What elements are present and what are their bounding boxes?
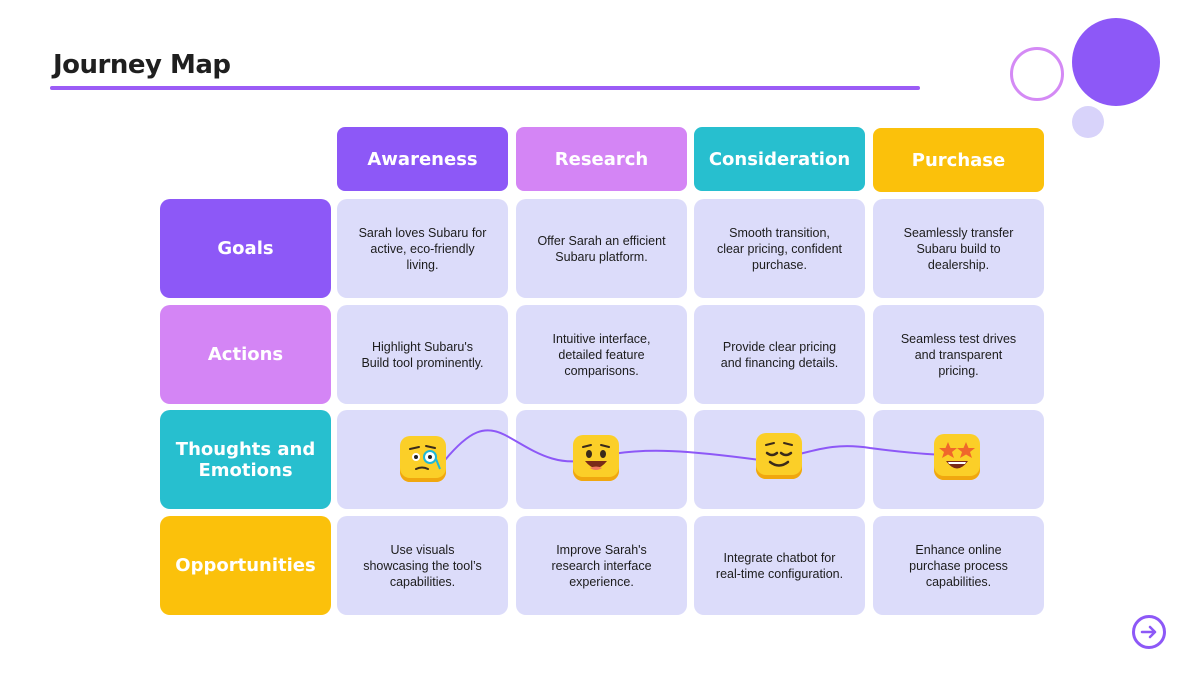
decor-small-circle <box>1072 106 1104 138</box>
cell-opportunities-awareness: Use visuals showcasing the tool’s capabi… <box>337 516 508 615</box>
cell-actions-purchase: Seamless test drives and transparent pri… <box>873 305 1044 404</box>
cell-opportunities-purchase: Enhance online purchase process capabili… <box>873 516 1044 615</box>
cell-goals-purchase: Seamlessly transfer Subaru build to deal… <box>873 199 1044 298</box>
monocle-face-icon <box>400 436 446 482</box>
cell-goals-research: Offer Sarah an efficient Subaru platform… <box>516 199 687 298</box>
star-struck-face-icon <box>934 434 980 480</box>
cell-opportunities-consideration: Integrate chatbot for real-time configur… <box>694 516 865 615</box>
row-header-opportunities: Opportunities <box>160 516 331 615</box>
cell-actions-awareness: Highlight Subaru's Build tool prominentl… <box>337 305 508 404</box>
stage-header-consideration: Consideration <box>694 127 865 191</box>
relieved-face-icon <box>756 433 802 479</box>
cell-actions-research: Intuitive interface, detailed feature co… <box>516 305 687 404</box>
next-slide-button[interactable] <box>1132 615 1166 649</box>
cell-actions-consideration: Provide clear pricing and financing deta… <box>694 305 865 404</box>
row-header-actions: Actions <box>160 305 331 404</box>
row-header-goals: Goals <box>160 199 331 298</box>
title-underline <box>50 86 920 90</box>
grinning-face-icon <box>573 435 619 481</box>
decor-large-circle <box>1072 18 1160 106</box>
stage-header-research: Research <box>516 127 687 191</box>
arrow-right-icon <box>1140 625 1157 639</box>
slide-title: Journey Map <box>53 50 231 80</box>
row-header-thoughts: Thoughts and Emotions <box>160 410 331 509</box>
stage-header-purchase: Purchase <box>873 128 1044 192</box>
decor-ring-circle <box>1010 47 1064 101</box>
cell-goals-consideration: Smooth transition, clear pricing, confid… <box>694 199 865 298</box>
cell-opportunities-research: Improve Sarah's research interface exper… <box>516 516 687 615</box>
stage-header-awareness: Awareness <box>337 127 508 191</box>
cell-goals-awareness: Sarah loves Subaru for active, eco-frien… <box>337 199 508 298</box>
